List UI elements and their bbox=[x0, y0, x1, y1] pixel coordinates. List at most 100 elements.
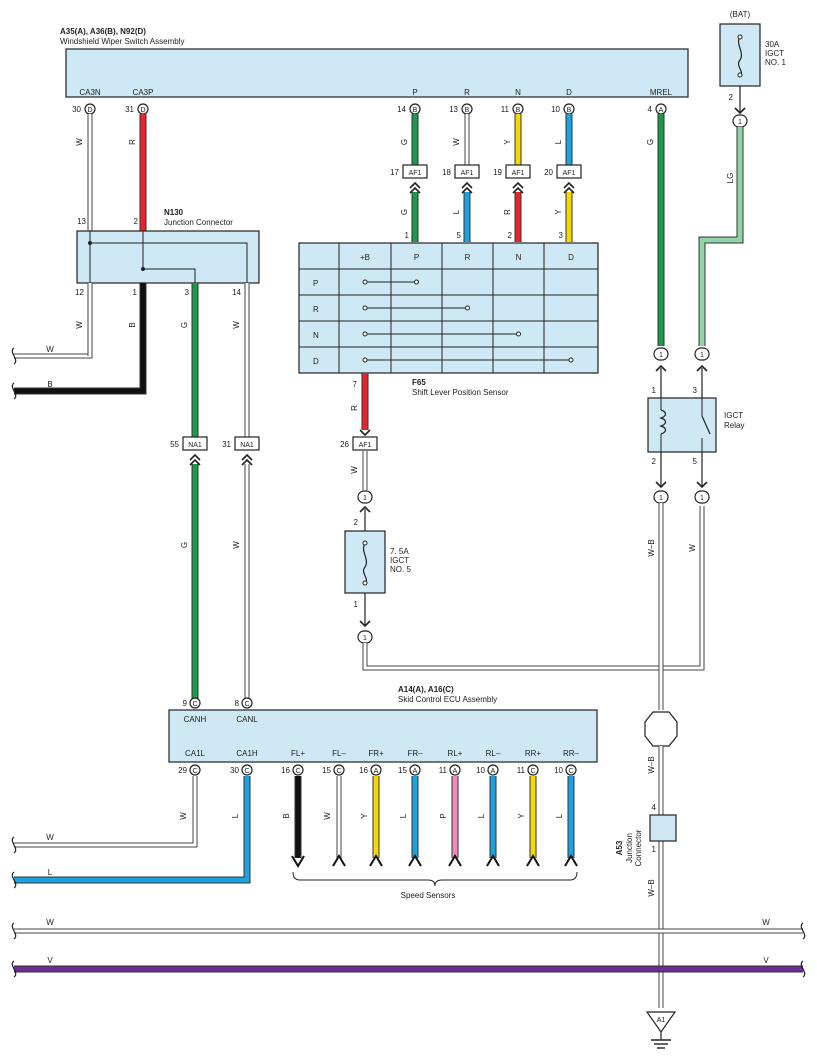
af1-chevron-b-0 bbox=[409, 186, 421, 194]
relay-conn-in-2 bbox=[694, 347, 710, 361]
bottom-bus-break-left-1 bbox=[11, 960, 17, 978]
relay-wire-code-1: W bbox=[688, 544, 697, 552]
ecu-bottom-label-5: FR– bbox=[407, 749, 423, 758]
bottom-bus-label-left-1: V bbox=[47, 956, 53, 965]
n130-internal-d bbox=[143, 242, 248, 283]
wiper-wire-code-3: W bbox=[452, 138, 461, 146]
wiper-pin-6-letter: A bbox=[659, 107, 664, 114]
ecu-bottom-label-6: RL+ bbox=[448, 749, 463, 758]
af1-26-connector bbox=[352, 436, 378, 451]
f65-contact-end-2 bbox=[516, 331, 521, 337]
ecu-title: A14(A), A16(C) bbox=[398, 685, 454, 694]
af1-wire-code-3: Y bbox=[554, 209, 563, 215]
n130-box bbox=[76, 230, 260, 284]
ecu-bottom-pin-6 bbox=[449, 764, 461, 776]
splice-octagon bbox=[644, 711, 678, 747]
n130-top-pin-0: 13 bbox=[77, 217, 86, 226]
fuse-30a-term-bottom bbox=[737, 72, 743, 78]
wiper-pin-num-1: 31 bbox=[125, 105, 134, 114]
ecu-top-pin-label-0: CANH bbox=[184, 715, 207, 724]
fuse-75a-chevron-bottom bbox=[359, 620, 371, 628]
relay-conn-in-1 bbox=[653, 347, 669, 361]
ecu-wire-code-6: P bbox=[439, 813, 448, 818]
af1-num-1: 18 bbox=[442, 168, 451, 177]
ecu-bottom-pin-3 bbox=[333, 764, 345, 776]
wiper-wire-code-2: G bbox=[400, 139, 409, 145]
ecu-bottom-num-4: 16 bbox=[359, 766, 368, 775]
relay-pin-3: 3 bbox=[693, 386, 698, 395]
f65-row-label-3: D bbox=[313, 357, 319, 366]
speed-arrow-3 bbox=[332, 854, 346, 867]
ecu-bottom-pin-3-letter: C bbox=[336, 768, 341, 775]
wiper-pin-num-4: 11 bbox=[501, 105, 510, 114]
a53-box bbox=[649, 814, 677, 842]
n130-wire-code-3: W bbox=[232, 321, 241, 329]
f65-header-1: P bbox=[414, 253, 419, 262]
f65-row-label-0: P bbox=[313, 279, 318, 288]
ecu-box bbox=[168, 709, 598, 763]
na1-wire-code-0: G bbox=[180, 542, 189, 548]
na1-num-1: 31 bbox=[222, 440, 231, 449]
fuse-30a-line-2: NO. 1 bbox=[765, 58, 786, 67]
ecu-wire-code-9: L bbox=[555, 813, 564, 818]
ecu-bottom-pin-9 bbox=[565, 764, 577, 776]
f65-header-2: R bbox=[465, 253, 471, 262]
wire-ca1l bbox=[14, 776, 198, 848]
af1-26-chevron bbox=[359, 429, 371, 437]
relay-line-0: IGCT bbox=[724, 411, 743, 420]
af1-chevron-b-1 bbox=[461, 186, 473, 194]
wiper-pin-num-3: 13 bbox=[449, 105, 458, 114]
a53-line-0: Junction bbox=[625, 833, 634, 863]
relay-line-1: Relay bbox=[724, 421, 744, 430]
ecu-bottom-label-8: RR+ bbox=[525, 749, 542, 758]
ecu-wire-code-8: Y bbox=[517, 813, 526, 819]
n130-bottom-pin-1: 1 bbox=[133, 288, 138, 297]
fuse-30a-conn-num: 1 bbox=[738, 119, 742, 126]
ecu-wire-code-3: W bbox=[323, 812, 332, 820]
relay-pin-5: 5 bbox=[693, 457, 698, 466]
ecu-bottom-pin-8 bbox=[527, 764, 539, 776]
speed-arrow-8 bbox=[526, 854, 540, 867]
f65-pin-3: 3 bbox=[559, 231, 564, 240]
n130-wire-code-1: B bbox=[128, 322, 137, 327]
speed-arrow-2 bbox=[291, 855, 305, 868]
na1-num-0: 55 bbox=[170, 440, 179, 449]
bottom-left-bus-break-1 bbox=[11, 871, 17, 889]
wire-fuse75-to-relay bbox=[362, 506, 705, 671]
na1-connector-1 bbox=[234, 436, 260, 451]
f65-contact-end-1 bbox=[465, 305, 470, 311]
ecu-bottom-num-0: 29 bbox=[178, 766, 187, 775]
wiper-pin-1-letter: D bbox=[140, 107, 145, 114]
na1-wire-code-1: W bbox=[232, 541, 241, 549]
ecu-wire-code-2: B bbox=[282, 813, 291, 818]
f65-pin-0: 1 bbox=[405, 231, 410, 240]
af1-wire-code-1: L bbox=[452, 209, 461, 214]
af1-chevron-a-3 bbox=[563, 181, 575, 189]
na1-chevron-b-1 bbox=[241, 458, 253, 466]
f65-pin-2: 2 bbox=[508, 231, 513, 240]
speed-sensors-bracket bbox=[292, 871, 578, 887]
ecu-top-pin-num-0: 9 bbox=[183, 699, 188, 708]
ecu-wire-code-4: Y bbox=[360, 813, 369, 819]
n130-top-pin-1: 2 bbox=[134, 217, 139, 226]
ecu-subtitle: Skid Control ECU Assembly bbox=[398, 695, 497, 704]
wiper-pin-4-letter: B bbox=[516, 107, 521, 114]
ecu-bottom-pin-2-letter: C bbox=[295, 768, 300, 775]
fuse-30a-line-1: IGCT bbox=[765, 49, 784, 58]
speed-arrow-7 bbox=[486, 854, 500, 867]
na1-connector-0-text: NA1 bbox=[188, 442, 202, 449]
ecu-bottom-pin-1 bbox=[241, 764, 253, 776]
relay-conn-out-2-num: 1 bbox=[700, 495, 704, 502]
f65-title: F65 bbox=[412, 378, 426, 387]
af1-26-wire-code: W bbox=[350, 466, 359, 474]
na1-chevron-a-1 bbox=[241, 453, 253, 461]
af1-connector-3 bbox=[556, 164, 582, 179]
fuse-75a-line-0: 7. 5A bbox=[390, 547, 409, 556]
wiper-pin-5-letter: B bbox=[567, 107, 572, 114]
wiper-wire-code-6: G bbox=[646, 139, 655, 145]
left-bus-break-1 bbox=[11, 382, 17, 400]
fuse-75a-conn-top-num: 1 bbox=[363, 495, 367, 502]
a53-line-1: Connector bbox=[634, 829, 643, 866]
